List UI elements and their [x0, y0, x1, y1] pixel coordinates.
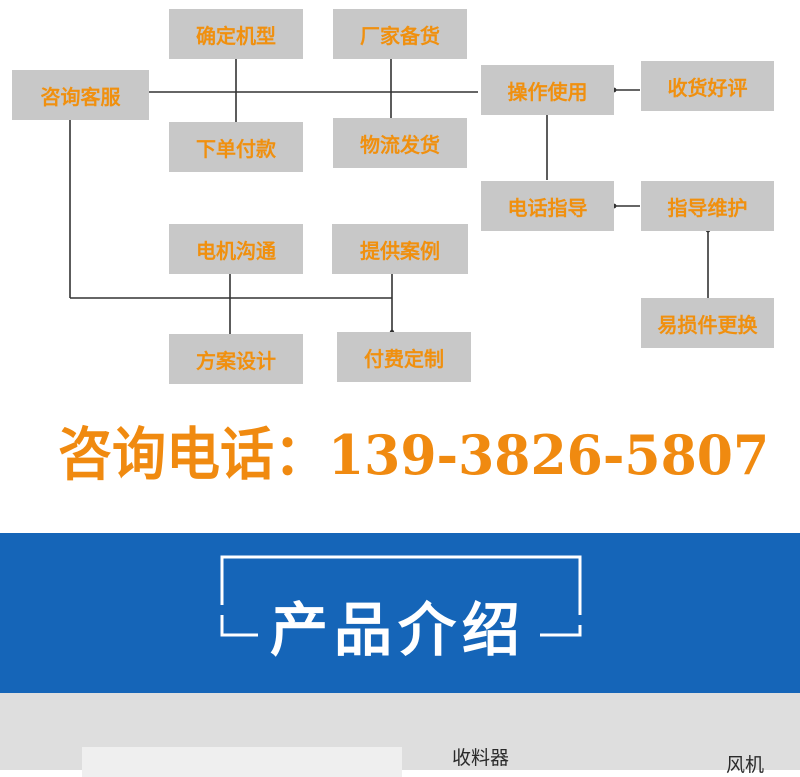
flow-label-receive-review: 收货好评 — [667, 75, 748, 100]
section-title: 产品介绍 — [269, 596, 526, 664]
flow-box-guide-maintain: 指导维护 — [641, 181, 774, 231]
flow-box-factory-stock: 厂家备货 — [333, 9, 467, 59]
flow-label-phone-guide: 电话指导 — [507, 195, 588, 220]
flow-label-consult: 咨询客服 — [40, 84, 121, 109]
flow-label-guide-maintain: 指导维护 — [667, 195, 748, 220]
flow-label-logistics: 物流发货 — [360, 132, 440, 157]
section-banner: 产品介绍 — [0, 533, 800, 693]
flow-box-operation: 操作使用 — [481, 65, 614, 115]
product-label-fan: 风机 — [726, 754, 765, 776]
product-label-collector: 收料器 — [452, 747, 510, 769]
flow-label-parts-replace: 易损件更换 — [657, 312, 758, 337]
hotline-label: 咨询电话： — [58, 421, 328, 488]
flow-box-receive-review: 收货好评 — [641, 61, 774, 111]
banner-frame — [220, 555, 582, 637]
product-card — [82, 747, 402, 777]
product-strip: 收料器 风机 — [0, 693, 800, 777]
flow-label-factory-stock: 厂家备货 — [360, 23, 440, 48]
flow-label-provide-cases: 提供案例 — [360, 238, 440, 263]
flow-box-logistics: 物流发货 — [333, 118, 467, 168]
flow-box-paid-custom: 付费定制 — [337, 332, 471, 382]
flow-box-phone-guide: 电话指导 — [481, 181, 614, 231]
flow-label-operation: 操作使用 — [507, 79, 588, 104]
flow-label-place-order: 下单付款 — [196, 136, 276, 161]
flow-box-provide-cases: 提供案例 — [332, 224, 468, 274]
flow-box-parts-replace: 易损件更换 — [641, 298, 774, 348]
flow-label-paid-custom: 付费定制 — [364, 346, 444, 371]
flow-box-solution-design: 方案设计 — [169, 334, 303, 384]
flow-label-motor-comm: 电机沟通 — [196, 238, 276, 263]
flow-label-solution-design: 方案设计 — [196, 348, 276, 373]
consult-hotline: 咨询电话：139-3826-5807 — [58, 408, 769, 503]
flow-box-motor-comm: 电机沟通 — [169, 224, 303, 274]
flow-box-place-order: 下单付款 — [169, 122, 303, 172]
hotline-number: 139-3826-5807 — [328, 423, 770, 488]
flow-box-confirm-model: 确定机型 — [169, 9, 303, 59]
flow-box-consult: 咨询客服 — [12, 70, 149, 120]
flow-label-confirm-model: 确定机型 — [196, 23, 276, 48]
